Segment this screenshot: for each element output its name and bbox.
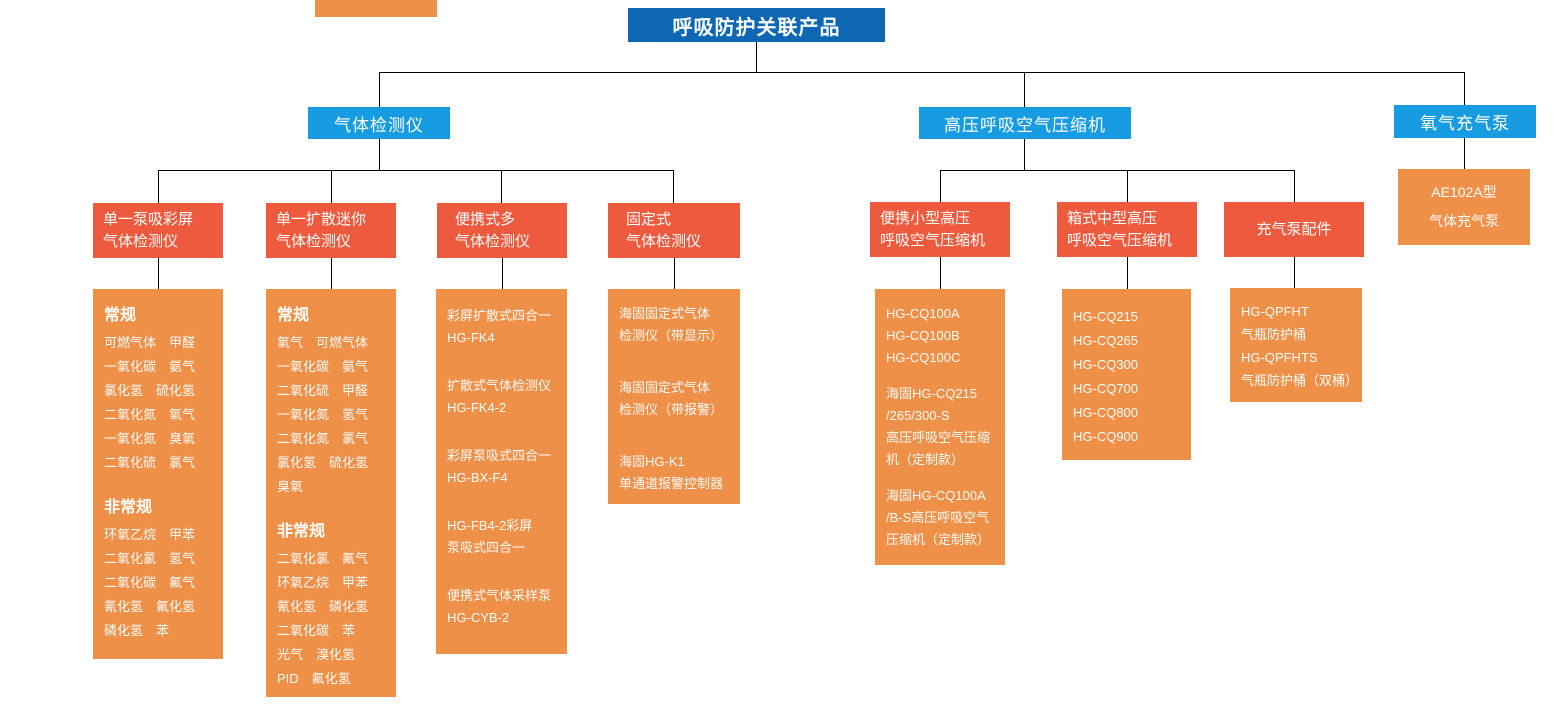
product-item: 海固HG-K1 单通道报警控制器	[619, 454, 724, 491]
section-title: 非常规	[104, 499, 153, 516]
product-item: 海固HG-CQ100A /B-S高压呼吸空气 压缩机（定制款）	[886, 488, 991, 547]
product-section: 常规 氧气 可燃气体 一氧化碳 氨气 二氧化硫 甲醛 一氧化氮 氢气 二氧化氮 …	[277, 305, 386, 499]
branch-node-oxygen-pump: 氧气充气泵	[1394, 105, 1536, 138]
product-list-single-diffusion-mini: 常规 氧气 可燃气体 一氧化碳 氨气 二氧化硫 甲醛 一氧化氮 氢气 二氧化氮 …	[266, 289, 396, 697]
product-section: 非常规 二氧化氯 氟气 环氧乙烷 甲苯 氰化氢 磷化氢 二氧化碳 苯 光气 溴化…	[277, 521, 386, 691]
product-node-ae102a-pump: AE102A型 气体充气泵	[1398, 169, 1530, 245]
connector-line	[331, 258, 332, 289]
product-item: 海固HG-CQ215 /265/300-S 高压呼吸空气压缩 机（定制款）	[886, 386, 991, 467]
section-items: 二氧化氯 氟气 环氧乙烷 甲苯 氰化氢 磷化氢 二氧化碳 苯 光气 溴化氢 PI…	[277, 551, 369, 686]
product-item: 海固固定式气体 检测仪（带显示）	[619, 306, 724, 343]
connector-line	[158, 170, 159, 203]
product-list-cabinet-medium-compressor: HG-CQ215 HG-CQ265 HG-CQ300 HG-CQ700 HG-C…	[1062, 289, 1191, 460]
connector-line	[1294, 257, 1295, 288]
product-item: 便携式气体采样泵 HG-CYB-2	[447, 588, 552, 625]
branch-node-compressor: 高压呼吸空气压缩机	[919, 107, 1131, 139]
category-header-single-pump-colorscreen: 单一泵吸彩屏 气体检测仪	[93, 203, 223, 258]
connector-line	[379, 139, 380, 170]
root-node: 呼吸防护关联产品	[628, 8, 885, 42]
section-title: 常规	[277, 307, 310, 324]
connector-line	[1464, 72, 1465, 105]
connector-line	[1127, 257, 1128, 289]
product-section: 常规 可燃气体 甲醛 一氧化碳 氨气 氯化氢 硫化氢 二氧化氮 氧气 一氧化氮 …	[104, 305, 213, 475]
section-items: 环氧乙烷 甲苯 二氧化氯 氢气 二氧化碳 氟气 氰化氢 氟化氢 磷化氢 苯	[104, 527, 196, 638]
product-list-single-pump-colorscreen: 常规 可燃气体 甲醛 一氧化碳 氨气 氯化氢 硫化氢 二氧化氮 氧气 一氧化氮 …	[93, 289, 223, 659]
section-items: 可燃气体 甲醛 一氧化碳 氨气 氯化氢 硫化氢 二氧化氮 氧气 一氧化氮 臭氧 …	[104, 335, 196, 470]
connector-line	[1127, 170, 1128, 202]
connector-line	[501, 170, 502, 203]
connector-line	[379, 72, 380, 107]
product-list-fixed: 海固固定式气体 检测仪（带显示） 海固固定式气体 检测仪（带报警） 海固HG-K…	[608, 289, 740, 504]
connector-line	[158, 170, 674, 171]
section-title: 常规	[104, 307, 137, 324]
connector-line	[674, 258, 675, 289]
connector-line	[940, 170, 941, 202]
product-item: HG-FB4-2彩屏 泵吸式四合一	[447, 518, 533, 555]
product-item: 彩屏泵吸式四合一 HG-BX-F4	[447, 448, 552, 485]
section-title: 非常规	[277, 523, 326, 540]
product-item: HG-QPFHT 气瓶防护桶 HG-QPFHTS 气瓶防护桶（双桶）	[1241, 304, 1359, 388]
product-item: HG-CQ215 HG-CQ265 HG-CQ300 HG-CQ700 HG-C…	[1073, 309, 1139, 444]
connector-line	[1024, 139, 1025, 170]
connector-line	[1024, 72, 1025, 107]
connector-line	[158, 258, 159, 289]
connector-line	[940, 170, 1295, 171]
product-item: 海固固定式气体 检测仪（带报警）	[619, 380, 724, 417]
category-header-cabinet-medium-compressor: 箱式中型高压 呼吸空气压缩机	[1057, 202, 1197, 257]
product-list-pump-accessories: HG-QPFHT 气瓶防护桶 HG-QPFHTS 气瓶防护桶（双桶）	[1230, 288, 1362, 402]
product-list-portable-multi: 彩屏扩散式四合一 HG-FK4 扩散式气体检测仪 HG-FK4-2 彩屏泵吸式四…	[436, 289, 567, 654]
connector-line	[673, 170, 674, 203]
category-header-pump-accessories: 充气泵配件	[1224, 202, 1364, 257]
category-header-portable-small-compressor: 便携小型高压 呼吸空气压缩机	[870, 202, 1010, 257]
connector-line	[1294, 170, 1295, 202]
category-header-fixed: 固定式 气体检测仪	[608, 203, 740, 258]
product-list-portable-small-compressor: HG-CQ100A HG-CQ100B HG-CQ100C 海固HG-CQ215…	[875, 289, 1005, 565]
connector-line	[331, 170, 332, 203]
connector-line	[756, 42, 757, 72]
branch-node-gas-detector: 气体检测仪	[308, 107, 450, 139]
connector-line	[379, 72, 1465, 73]
product-item: 彩屏扩散式四合一 HG-FK4	[447, 308, 552, 345]
connector-line	[940, 257, 941, 289]
product-item: HG-CQ100A HG-CQ100B HG-CQ100C	[886, 306, 961, 365]
product-section: 非常规 环氧乙烷 甲苯 二氧化氯 氢气 二氧化碳 氟气 氰化氢 氟化氢 磷化氢 …	[104, 497, 213, 643]
connector-line	[502, 258, 503, 289]
category-header-single-diffusion-mini: 单一扩散迷你 气体检测仪	[266, 203, 396, 258]
connector-line	[1464, 138, 1465, 169]
category-header-portable-multi: 便携式多 气体检测仪	[437, 203, 567, 258]
section-items: 氧气 可燃气体 一氧化碳 氨气 二氧化硫 甲醛 一氧化氮 氢气 二氧化氮 氯气 …	[277, 335, 369, 494]
product-item: 扩散式气体检测仪 HG-FK4-2	[447, 378, 552, 415]
clipped-top-box	[315, 0, 437, 17]
